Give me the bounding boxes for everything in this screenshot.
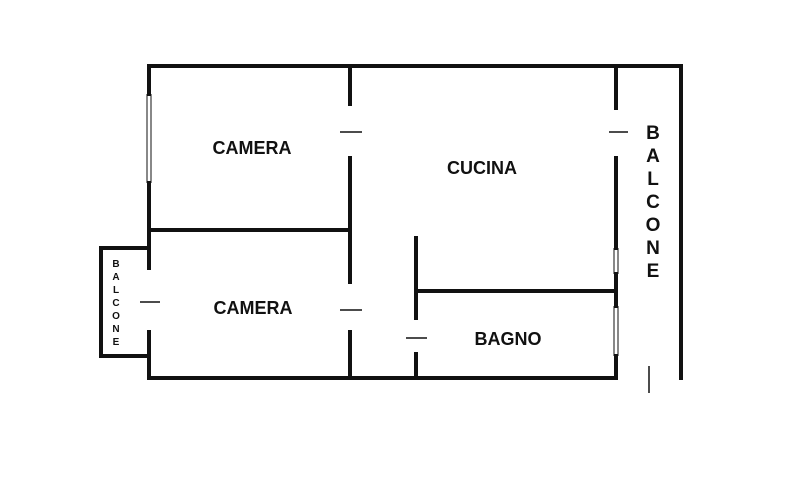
balcone-letter: E: [647, 261, 660, 282]
balcone-letter: A: [646, 146, 660, 167]
balcone-letter: B: [112, 259, 119, 270]
balcone-letter: C: [112, 298, 119, 309]
balcone-letter: B: [646, 123, 660, 144]
walls: [99, 64, 683, 380]
balcone-letter: C: [646, 192, 660, 213]
balcone-letter: L: [647, 169, 659, 190]
balcone-letter: A: [112, 272, 119, 283]
windows: [146, 94, 619, 356]
label-cucina: CUCINA: [447, 158, 517, 178]
balcone-letter: L: [113, 285, 119, 296]
label-bagno: BAGNO: [475, 329, 542, 349]
label-camera-top: CAMERA: [213, 138, 292, 158]
balcone-letter: N: [646, 238, 660, 259]
balcone-letter: O: [112, 311, 120, 322]
balcone-letter: O: [646, 215, 661, 236]
balcone-letter: E: [113, 337, 120, 348]
label-camera-bottom: CAMERA: [214, 298, 293, 318]
balcone-letter: N: [112, 324, 119, 335]
doors: [140, 131, 650, 393]
